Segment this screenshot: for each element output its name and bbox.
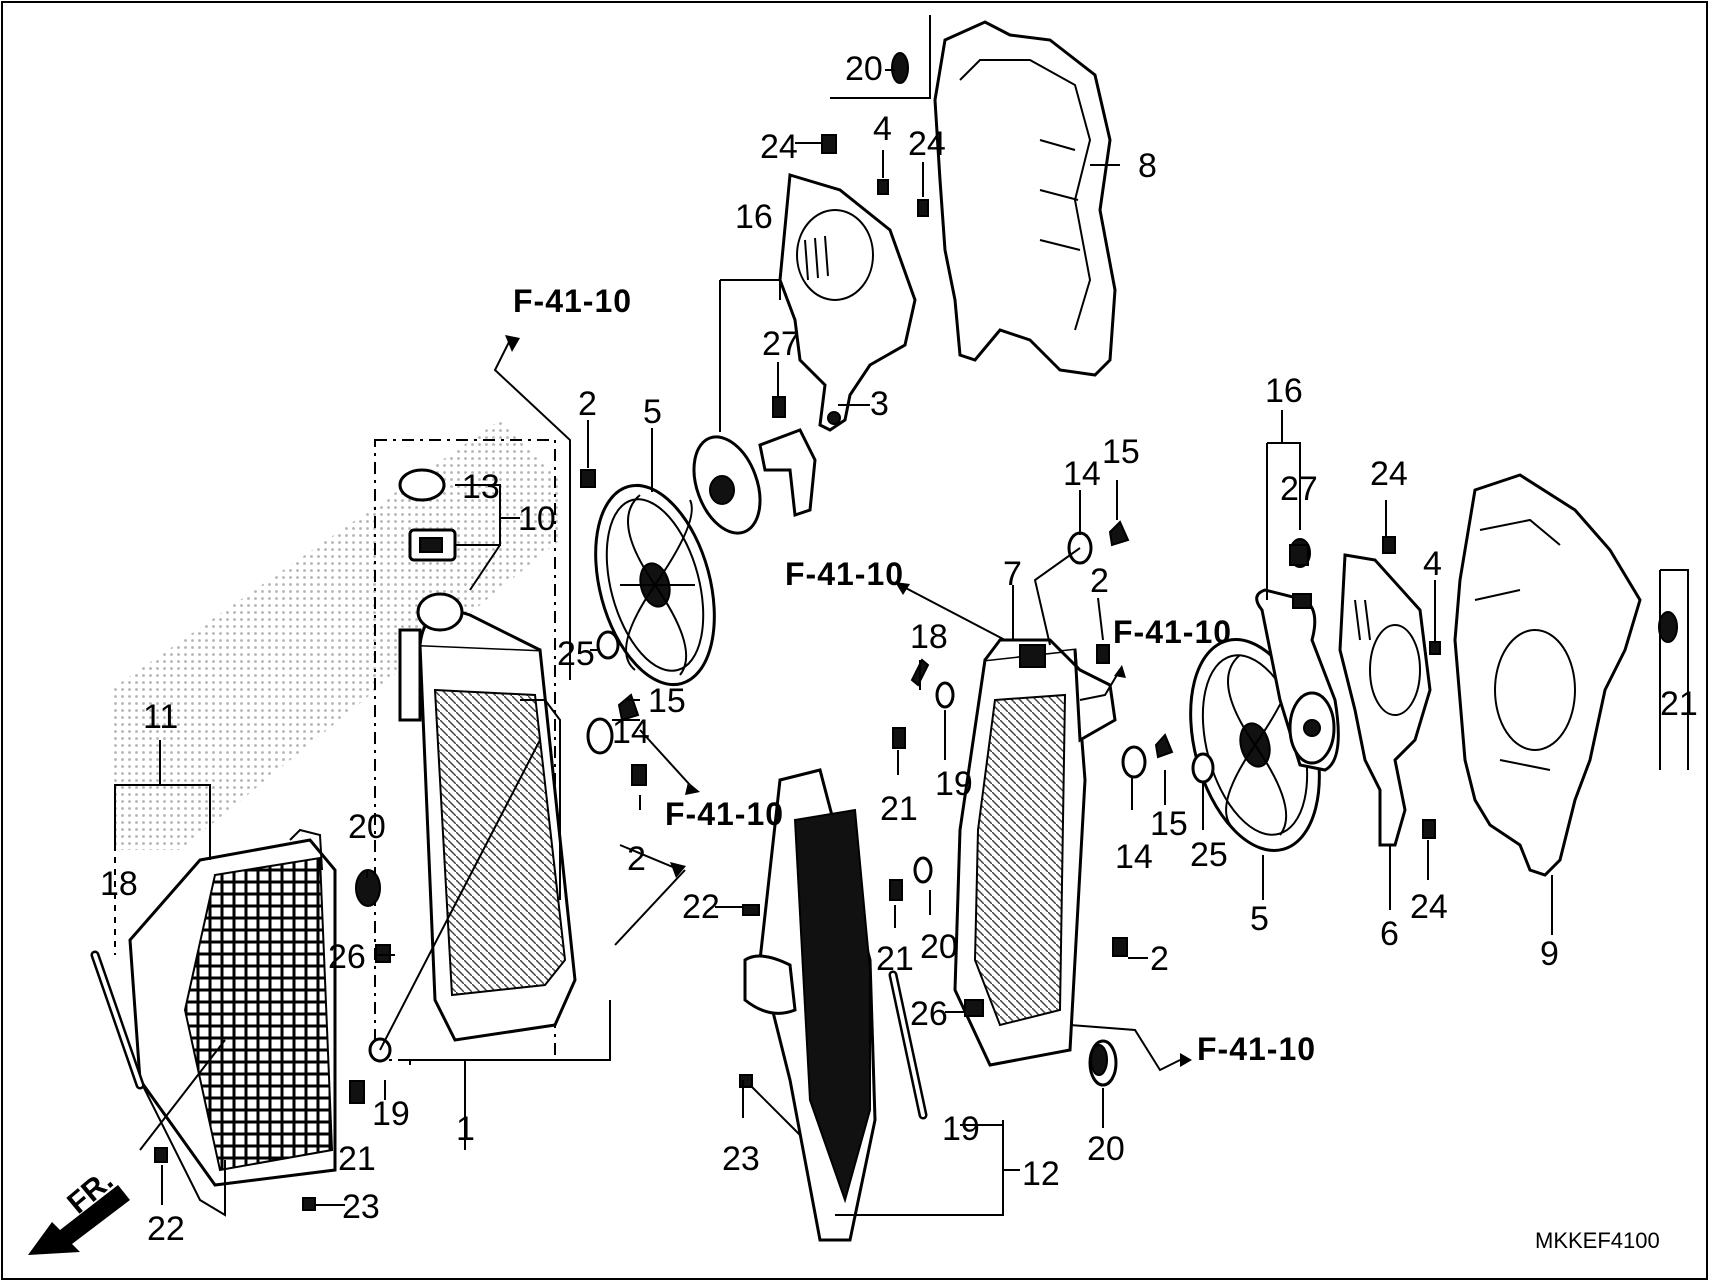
callout-2: 2 (1150, 940, 1169, 978)
ref-label-center: F-41-10 (785, 556, 904, 592)
callout-1: 1 (456, 1110, 475, 1148)
callout-4: 4 (873, 110, 892, 148)
callout-11: 11 (143, 698, 178, 736)
callout-27: 27 (762, 325, 800, 363)
hardware (154, 52, 1678, 1211)
front-arrow: FR. (28, 1164, 130, 1255)
callout-7: 6 (1380, 915, 1399, 953)
callout-25: 25 (557, 635, 595, 673)
callout-14: 14 (1115, 838, 1153, 876)
callout-16: 16 (735, 198, 773, 236)
radiator-cap-parts (398, 468, 464, 632)
right-shroud (1338, 553, 1432, 847)
left-radiator-grille (128, 828, 337, 1217)
callout-24: 24 (760, 128, 798, 166)
center-rod (888, 970, 928, 1120)
callout-21: 21 (338, 1140, 376, 1178)
callout-15: 15 (1102, 433, 1140, 471)
callout-21: 21 (880, 790, 918, 828)
callout-18: 19 (942, 1110, 980, 1148)
left-rod (90, 950, 145, 1090)
callout-12: 12 (1022, 1155, 1060, 1193)
right-fan-motor (1255, 588, 1340, 772)
ref-label-upper-left: F-41-10 (513, 283, 632, 319)
reference-labels: F-41-10 F-41-10 F-41-10 F-41-10 F-41-10 (513, 283, 1316, 1067)
callout-27: 27 (1280, 470, 1318, 508)
callout-2: 2 (578, 385, 597, 423)
callout-17: 18 (910, 618, 948, 656)
callout-9: 9 (1540, 935, 1559, 973)
ref-label-center-right: F-41-10 (1113, 614, 1232, 650)
left-radiator (374, 439, 577, 1061)
callout-24: 24 (908, 125, 946, 163)
callout-3: 3 (870, 385, 889, 423)
callout-20: 20 (845, 50, 883, 88)
callout-5: 5 (1250, 900, 1269, 938)
callout-8: 8 (1138, 147, 1157, 185)
callout-19: 19 (372, 1095, 410, 1133)
phantom-outline (110, 420, 560, 850)
callout-18: 18 (100, 865, 138, 903)
callout-19: 20 (920, 928, 958, 966)
callout-13: 13 (462, 468, 500, 506)
callout-10: 10 (518, 500, 556, 538)
callout-16: 16 (1265, 372, 1303, 410)
callout-4: 4 (1423, 545, 1442, 583)
callout-numbers: 20 24 4 24 8 16 27 3 2 5 13 10 25 15 14 … (100, 50, 1698, 1248)
callout-14: 14 (612, 713, 650, 751)
left-fan-motor (692, 428, 817, 535)
left-shroud (778, 173, 917, 432)
callout-6: 7 (1003, 555, 1022, 593)
callout-23: 23 (722, 1140, 760, 1178)
callout-26: 26 (328, 938, 366, 976)
callout-21: 21 (876, 940, 914, 978)
callout-2: 2 (1090, 562, 1109, 600)
left-fan (594, 483, 716, 687)
callout-25: 25 (1190, 836, 1228, 874)
callout-22: 22 (147, 1210, 185, 1248)
diagram-code: MKKEF4100 (1535, 1228, 1660, 1253)
callout-26: 26 (910, 995, 948, 1033)
callout-20: 20 (348, 808, 386, 846)
top-left-cover (933, 20, 1117, 377)
ref-label-left-mid: F-41-10 (665, 796, 784, 832)
leader-lines (114, 15, 1689, 1216)
callout-5: 5 (643, 393, 662, 431)
callout-15: 15 (648, 682, 686, 720)
callout-14: 14 (1063, 455, 1101, 493)
callout-23: 23 (342, 1188, 380, 1226)
center-radiator (953, 638, 1117, 1067)
callout-20: 21 (1660, 685, 1698, 723)
callout-15: 15 (1150, 805, 1188, 843)
ref-label-lower-right: F-41-10 (1197, 1031, 1316, 1067)
callout-19: 19 (935, 765, 973, 803)
callout-22: 22 (682, 888, 720, 926)
callout-2: 2 (627, 840, 646, 878)
callout-20: 20 (1087, 1130, 1125, 1168)
center-grille (743, 768, 877, 1242)
callout-24: 24 (1410, 888, 1448, 926)
callout-24: 24 (1370, 455, 1408, 493)
right-cover (1453, 473, 1642, 877)
